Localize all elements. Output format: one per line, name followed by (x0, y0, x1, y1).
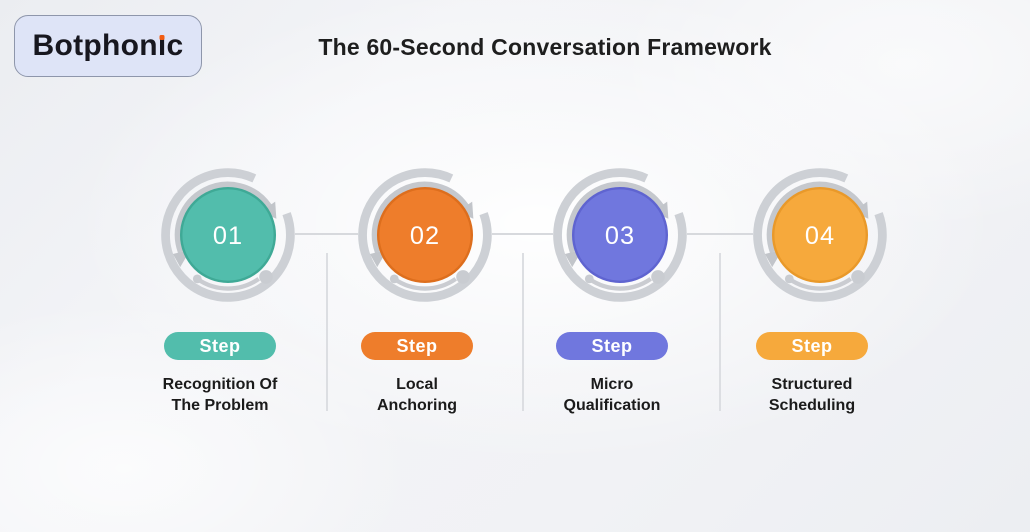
logo-i-dot-icon (159, 35, 165, 40)
divider-line (522, 253, 524, 411)
connector-line (687, 233, 753, 235)
step-number: 02 (410, 222, 440, 250)
cycle-arrow-icon: 03 (553, 168, 687, 302)
step-badge: Step (361, 332, 473, 360)
cycle-arrow-icon: 04 (753, 168, 887, 302)
step-column-1: 01 Step Recognition Of The Problem (128, 157, 328, 416)
step-number: 01 (213, 222, 243, 250)
step-circle (771, 186, 869, 284)
step-badge: Step (756, 332, 868, 360)
connector-line (295, 233, 358, 235)
divider-line (326, 253, 328, 411)
step-number: 03 (605, 222, 635, 250)
step-label: Micro Qualification (563, 376, 661, 414)
divider-line (719, 253, 721, 411)
step-column-3: 03 Step Micro Qualification (520, 157, 720, 416)
step-label: Recognition Of The Problem (162, 376, 278, 414)
page-title: The 60-Second Conversation Framework (318, 34, 772, 60)
step-circle (571, 186, 669, 284)
cycle-arrow-icon: 02 (358, 168, 492, 302)
step-circle (179, 186, 277, 284)
step-label: Structured Scheduling (768, 376, 856, 414)
cycle-arrow-icon: 01 (161, 168, 295, 302)
step-circle (376, 186, 474, 284)
step-column-2: 02 Step Local Anchoring (325, 157, 525, 416)
step-label: Local Anchoring (377, 376, 457, 414)
step-column-4: 04 Step Structured Scheduling (720, 157, 920, 416)
connector-line (492, 233, 553, 235)
step-badge: Step (556, 332, 668, 360)
step-number: 04 (805, 222, 835, 250)
step-badge: Step (164, 332, 276, 360)
